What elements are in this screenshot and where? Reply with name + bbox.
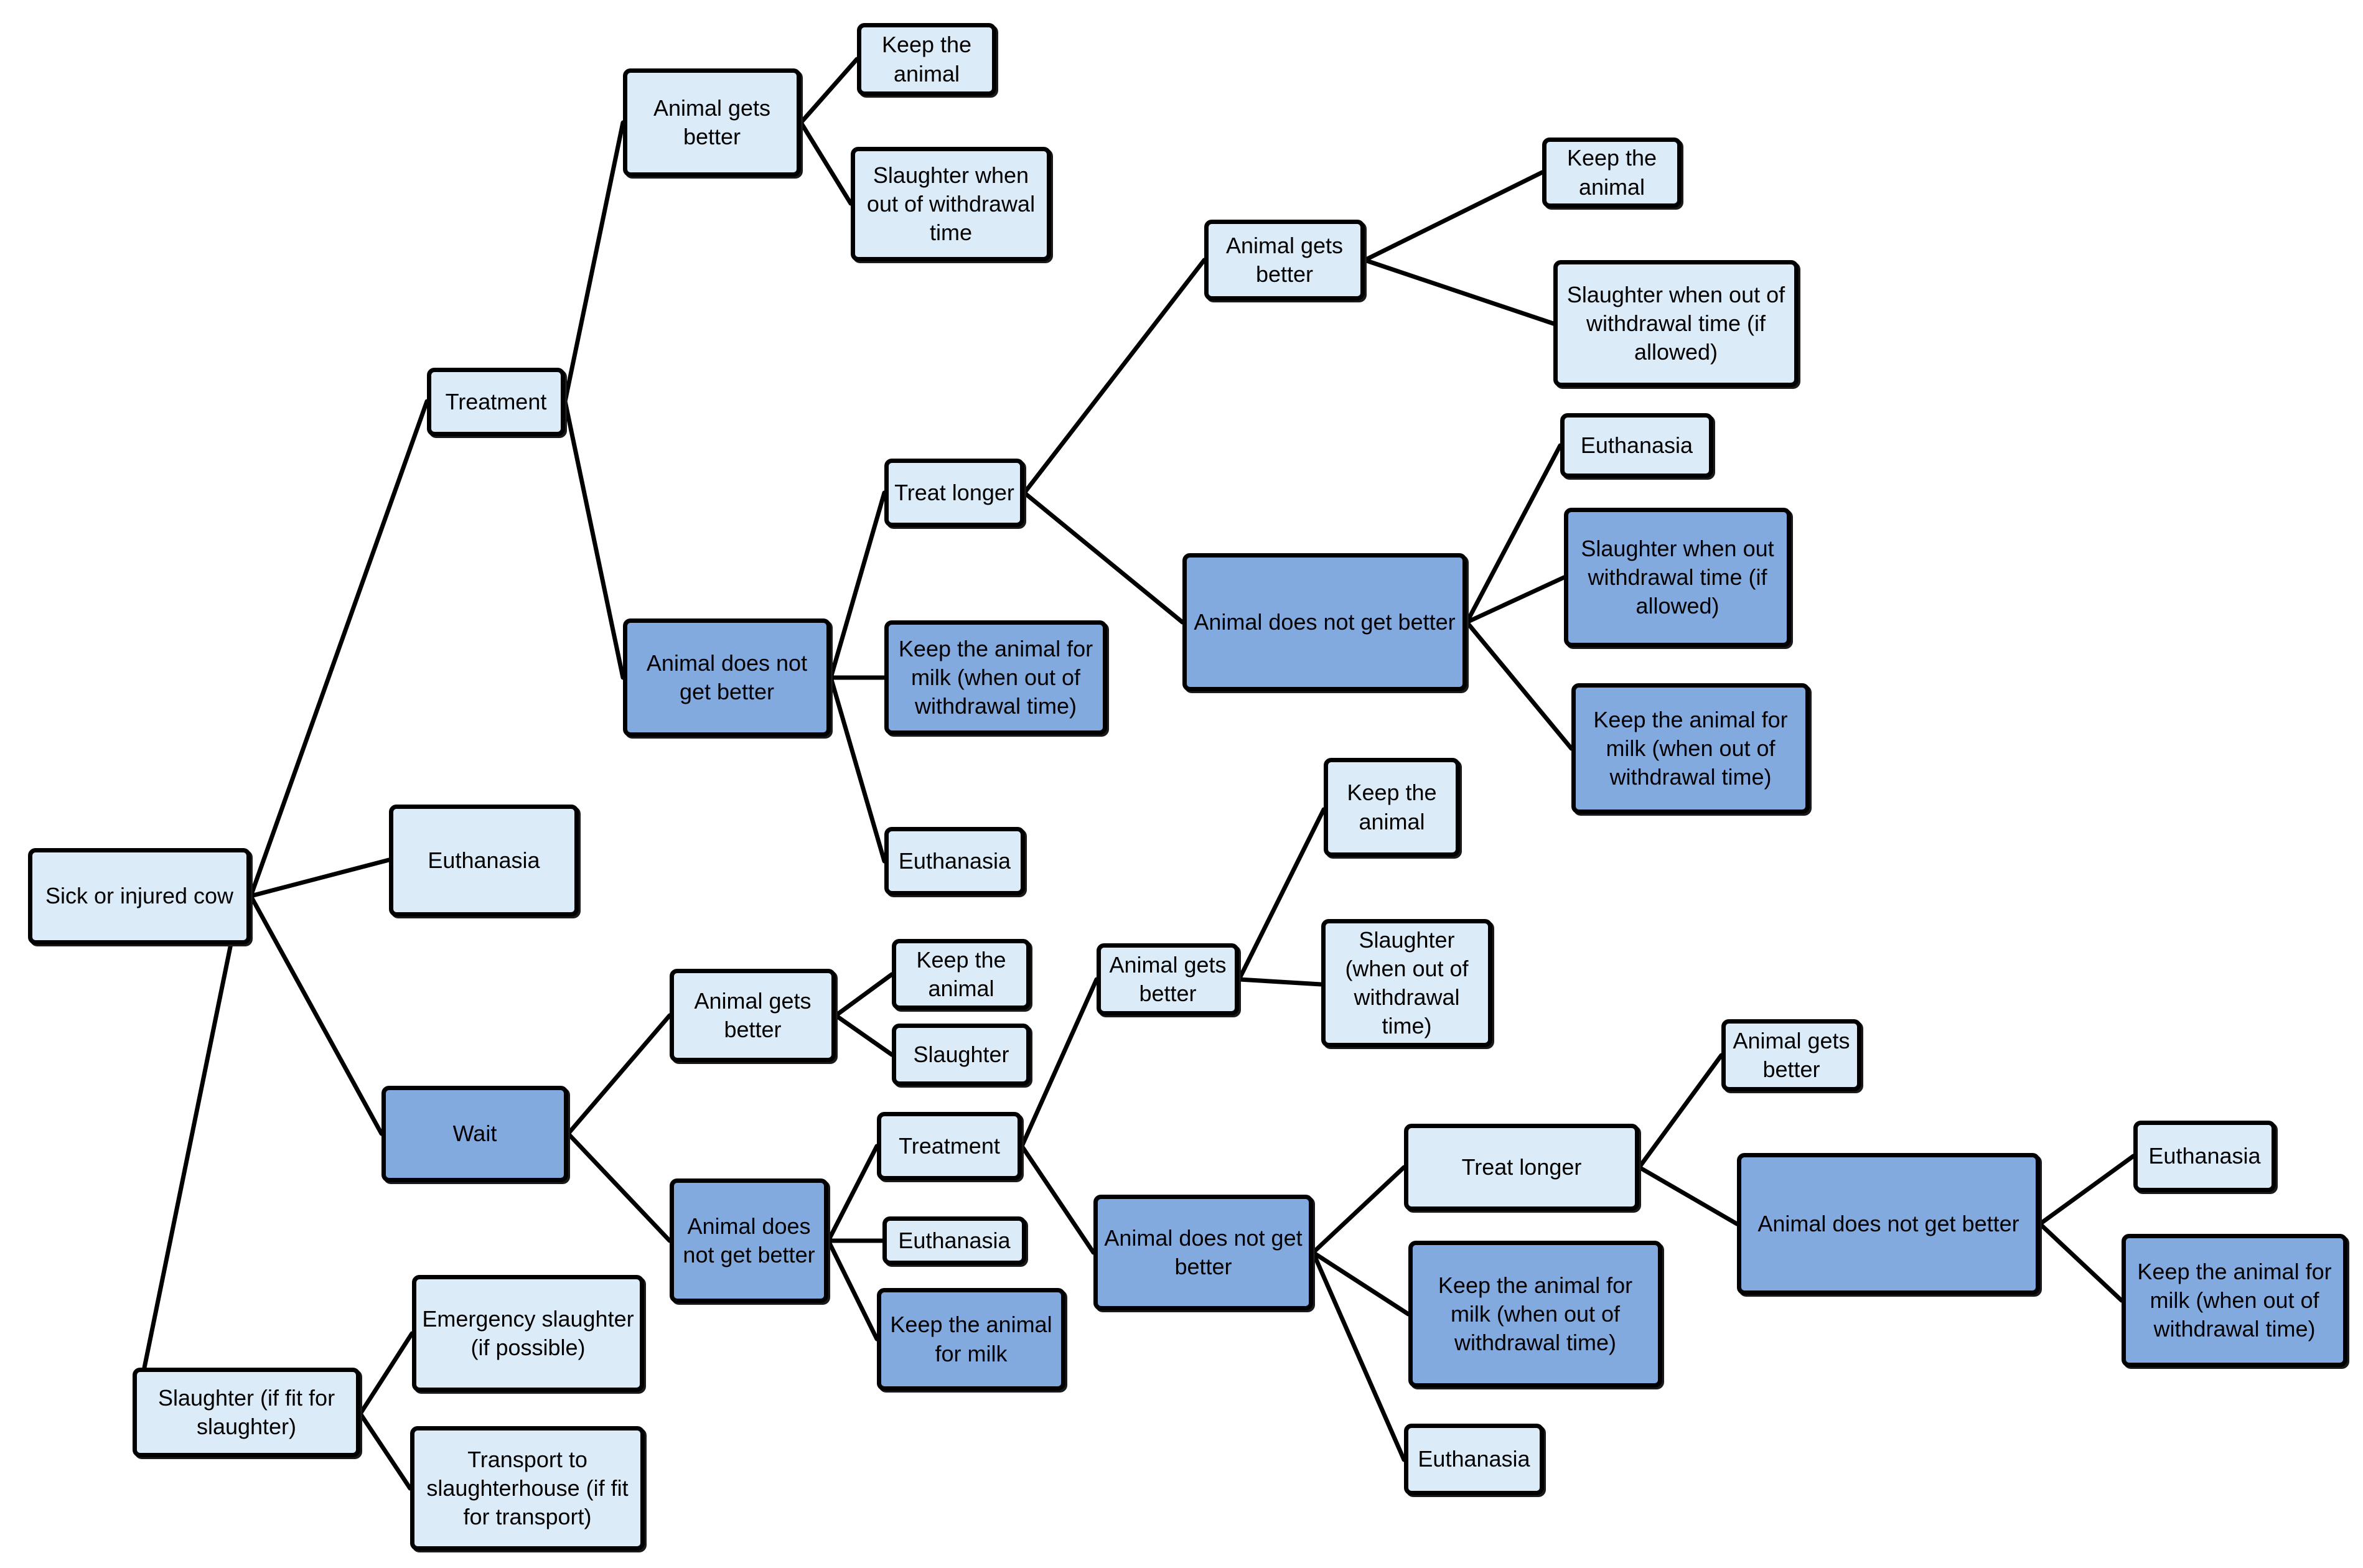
node-wait-keep-animal: Keep the animal bbox=[892, 939, 1031, 1010]
node-euthanasia: Euthanasia bbox=[389, 805, 579, 917]
edge-wnb-keepmilk bbox=[826, 1238, 879, 1342]
node-treatment-keep-for-milk: Keep the animal for milk (when out of wi… bbox=[884, 620, 1107, 735]
edge-wtl-notbetter bbox=[1637, 1165, 1739, 1226]
edge-tl-notbetter bbox=[1022, 490, 1185, 625]
node-wait-animal-gets-better: Animal gets better bbox=[670, 969, 836, 1062]
edge-tnb-euthanasia bbox=[828, 675, 887, 864]
edge-wbetter-slaughter bbox=[833, 1013, 894, 1057]
node-treatment-animal-gets-better: Animal gets better bbox=[623, 68, 801, 177]
node-wait-treatment-slaughter-withdrawal: Slaughter (when out of withdrawal time) bbox=[1321, 919, 1492, 1047]
edge-tbetter-keep bbox=[798, 57, 859, 125]
node-transport-to-slaughterhouse: Transport to slaughterhouse (if fit for … bbox=[410, 1426, 645, 1551]
edge-slaughter-emergency bbox=[358, 1331, 414, 1416]
edge-tnb-treatlonger bbox=[828, 490, 887, 680]
edge-wtlnb-euthanasia bbox=[2038, 1154, 2136, 1226]
node-treat-longer-slaughter-withdrawal: Slaughter when out of withdrawal time (i… bbox=[1553, 260, 1799, 387]
edge-tlbetter-keep bbox=[1362, 170, 1545, 263]
edge-wtnb-euthanasia bbox=[1311, 1250, 1406, 1462]
node-emergency-slaughter: Emergency slaughter (if possible) bbox=[412, 1275, 644, 1392]
edge-tl-better bbox=[1022, 258, 1207, 495]
edge-wtbetter-slaughter bbox=[1237, 977, 1324, 987]
edge-wtl-better bbox=[1637, 1053, 1724, 1170]
node-wait-treat-longer-keep-for-milk: Keep the animal for milk (when out of wi… bbox=[2122, 1234, 2347, 1367]
edge-root-slaughter bbox=[142, 941, 233, 1370]
edge-tlnb-euthanasia bbox=[1464, 443, 1563, 625]
edge-wtnb-treatlonger bbox=[1311, 1165, 1406, 1255]
edge-wait-notbetter bbox=[566, 1131, 672, 1243]
edge-wt-notbetter bbox=[1019, 1144, 1096, 1255]
node-treat-longer-euthanasia: Euthanasia bbox=[1560, 413, 1713, 478]
node-wait-treatment: Treatment bbox=[877, 1112, 1022, 1180]
edge-tlbetter-slaughter bbox=[1362, 258, 1556, 326]
node-wait-keep-for-milk: Keep the animal for milk bbox=[877, 1288, 1065, 1391]
edge-wnb-treatment bbox=[826, 1144, 879, 1243]
edge-treatment-better bbox=[563, 120, 625, 404]
node-treat-longer-animal-gets-better: Animal gets better bbox=[1204, 220, 1365, 301]
node-wait-treatment-animal-not-better: Animal does not get better bbox=[1093, 1195, 1313, 1310]
node-treat-longer-animal-not-better: Animal does not get better bbox=[1182, 553, 1467, 691]
edge-root-euthanasia bbox=[248, 857, 391, 898]
node-wait-treatment-euthanasia: Euthanasia bbox=[1404, 1424, 1544, 1495]
edge-wt-better bbox=[1019, 977, 1099, 1149]
node-wait-treatment-keep-animal: Keep the animal bbox=[1324, 758, 1460, 857]
node-slaughter-if-fit: Slaughter (if fit for slaughter) bbox=[133, 1368, 360, 1457]
edge-tbetter-slaughter bbox=[798, 120, 853, 206]
node-wait-treatment-keep-for-milk: Keep the animal for milk (when out of wi… bbox=[1408, 1241, 1662, 1388]
node-treat-longer-slaughter-withdrawal: Slaughter when out withdrawal time (if a… bbox=[1564, 508, 1791, 647]
node-wait-animal-not-better: Animal does not get better bbox=[670, 1178, 828, 1303]
edge-wtnb-keepmilk bbox=[1311, 1250, 1411, 1317]
edge-treatment-notbetter bbox=[563, 399, 625, 680]
edge-wtbetter-keep bbox=[1237, 807, 1326, 982]
node-wait: Wait bbox=[381, 1086, 568, 1182]
edge-wbetter-keep bbox=[833, 972, 894, 1018]
edge-tlnb-slaughter bbox=[1464, 575, 1566, 625]
node-wait-treatment-animal-gets-better: Animal gets better bbox=[1097, 943, 1239, 1015]
node-wait-treat-longer-animal-not-better: Animal does not get better bbox=[1737, 1153, 2040, 1295]
node-wait-treat-longer-euthanasia: Euthanasia bbox=[2133, 1121, 2276, 1192]
node-wait-treat-longer: Treat longer bbox=[1404, 1124, 1639, 1211]
node-treatment-euthanasia: Euthanasia bbox=[884, 827, 1025, 895]
edge-root-treatment bbox=[248, 399, 429, 898]
node-treatment-keep-animal: Keep the animal bbox=[857, 23, 996, 96]
edge-wait-better bbox=[566, 1013, 672, 1136]
edge-slaughter-transport bbox=[358, 1411, 413, 1491]
node-sick-or-injured-cow: Sick or injured cow bbox=[28, 848, 251, 945]
edge-wtlnb-keepmilk bbox=[2038, 1221, 2124, 1303]
node-treatment-slaughter-withdrawal: Slaughter when out of withdrawal time bbox=[851, 147, 1051, 261]
node-treatment-animal-not-better: Animal does not get better bbox=[623, 618, 831, 737]
node-treat-longer-keep-for-milk: Keep the animal for milk (when out of wi… bbox=[1571, 683, 1810, 814]
node-wait-slaughter: Slaughter bbox=[892, 1024, 1031, 1086]
edge-tlnb-keepmilk bbox=[1464, 620, 1574, 751]
node-treat-longer: Treat longer bbox=[884, 459, 1024, 527]
node-treat-longer-keep-animal: Keep the animal bbox=[1542, 138, 1682, 208]
edge-root-wait bbox=[248, 894, 384, 1136]
node-treatment: Treatment bbox=[427, 368, 565, 436]
node-wait-euthanasia: Euthanasia bbox=[882, 1216, 1026, 1265]
node-wait-treat-longer-animal-gets-better: Animal gets better bbox=[1721, 1019, 1861, 1091]
